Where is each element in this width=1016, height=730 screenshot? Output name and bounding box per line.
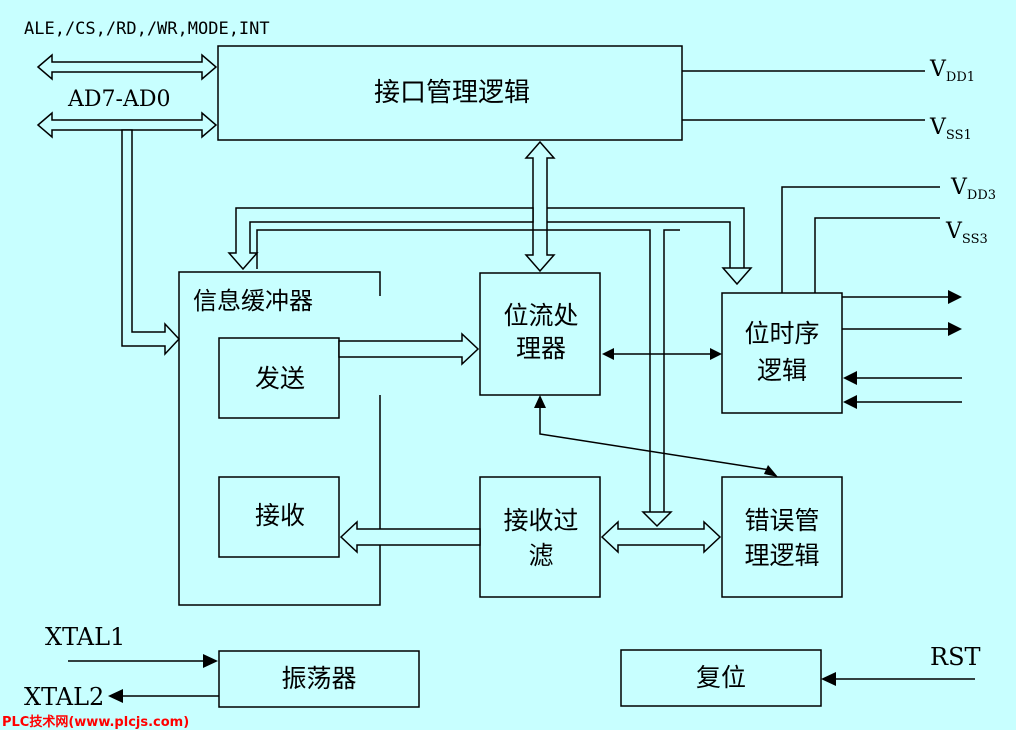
send-to-bitstream-arrow bbox=[338, 332, 480, 366]
vdd1-label: VDD1 bbox=[929, 57, 975, 85]
xtal1-label: XTAL1 bbox=[45, 623, 125, 651]
arrowhead-in-2 bbox=[843, 395, 857, 409]
xtal2-label: XTAL2 bbox=[24, 683, 104, 711]
interface-logic-box bbox=[217, 45, 683, 141]
interface-logic-label: 接口管理逻辑 bbox=[374, 78, 530, 108]
receive-label: 接收 bbox=[255, 501, 305, 530]
interface-bitstream-arrow bbox=[524, 140, 556, 273]
rx-filter-label-line2: 滤 bbox=[528, 541, 553, 570]
receive-box bbox=[218, 476, 340, 558]
bit-timing-label-line1: 位时序 bbox=[744, 319, 819, 348]
bit-timing-box bbox=[721, 292, 843, 414]
error-mgmt-box bbox=[721, 476, 843, 598]
bitstream-label-line1: 位流处 bbox=[503, 301, 578, 330]
arrowhead-up bbox=[534, 395, 546, 408]
watermark: PLC技术网(www.plcjs.com) bbox=[2, 714, 189, 730]
arrowhead-xtal2 bbox=[108, 689, 123, 703]
reset-label: 复位 bbox=[696, 663, 746, 692]
bus-to-buffer-arrow bbox=[121, 129, 181, 356]
address-bus-arrow bbox=[36, 111, 218, 139]
rx-filter-box bbox=[479, 476, 601, 598]
address-bus-label: AD7-AD0 bbox=[67, 87, 170, 112]
vss3-line bbox=[814, 217, 940, 293]
arrowhead-rst bbox=[821, 672, 836, 686]
arrowhead-left bbox=[602, 348, 614, 360]
arrowhead-out-1 bbox=[948, 290, 962, 304]
arrowhead-in-1 bbox=[843, 371, 857, 385]
arrowhead-right bbox=[710, 348, 722, 360]
arrowhead-out-2 bbox=[948, 322, 962, 336]
buffer-error-line-a bbox=[256, 229, 651, 512]
bitstream-processor-box bbox=[479, 272, 601, 396]
timing-arrowhead bbox=[721, 267, 753, 286]
buffer-error-line-b bbox=[663, 229, 680, 512]
interface-to-buffer-path bbox=[227, 207, 534, 271]
filter-to-receive-arrow bbox=[339, 520, 481, 554]
arrowhead-down bbox=[764, 465, 778, 477]
oscillator-label: 振荡器 bbox=[281, 664, 356, 693]
vss1-label: VSS1 bbox=[929, 115, 972, 143]
bit-timing-label-line2: 逻辑 bbox=[757, 356, 807, 385]
bitstream-label-line2: 理器 bbox=[516, 334, 566, 363]
error-bus-arrowhead bbox=[641, 511, 673, 528]
control-bus-arrow bbox=[36, 53, 218, 81]
rst-label: RST bbox=[930, 643, 981, 671]
send-box bbox=[218, 337, 340, 419]
interface-to-timing-line-a bbox=[547, 207, 745, 268]
arrowhead-xtal1 bbox=[203, 654, 218, 668]
bitstream-error-line bbox=[539, 406, 771, 471]
control-bus-label: ALE,/CS,/RD,/WR,MODE,INT bbox=[24, 19, 270, 39]
vss3-label: VSS3 bbox=[945, 219, 988, 247]
vdd3-line bbox=[781, 186, 940, 293]
interface-to-timing-line-b bbox=[547, 221, 731, 268]
vdd3-label: VDD3 bbox=[950, 175, 996, 203]
msg-buffer-label: 信息缓冲器 bbox=[193, 287, 313, 315]
error-mgmt-label-line1: 错误管 bbox=[744, 506, 819, 535]
filter-error-arrow bbox=[600, 520, 722, 554]
rx-filter-label-line1: 接收过 bbox=[503, 506, 578, 535]
send-label: 发送 bbox=[255, 364, 305, 393]
error-mgmt-label-line2: 理逻辑 bbox=[744, 541, 819, 570]
oscillator-box bbox=[218, 650, 420, 708]
msg-buffer-outline bbox=[178, 271, 381, 606]
reset-box bbox=[620, 649, 822, 707]
